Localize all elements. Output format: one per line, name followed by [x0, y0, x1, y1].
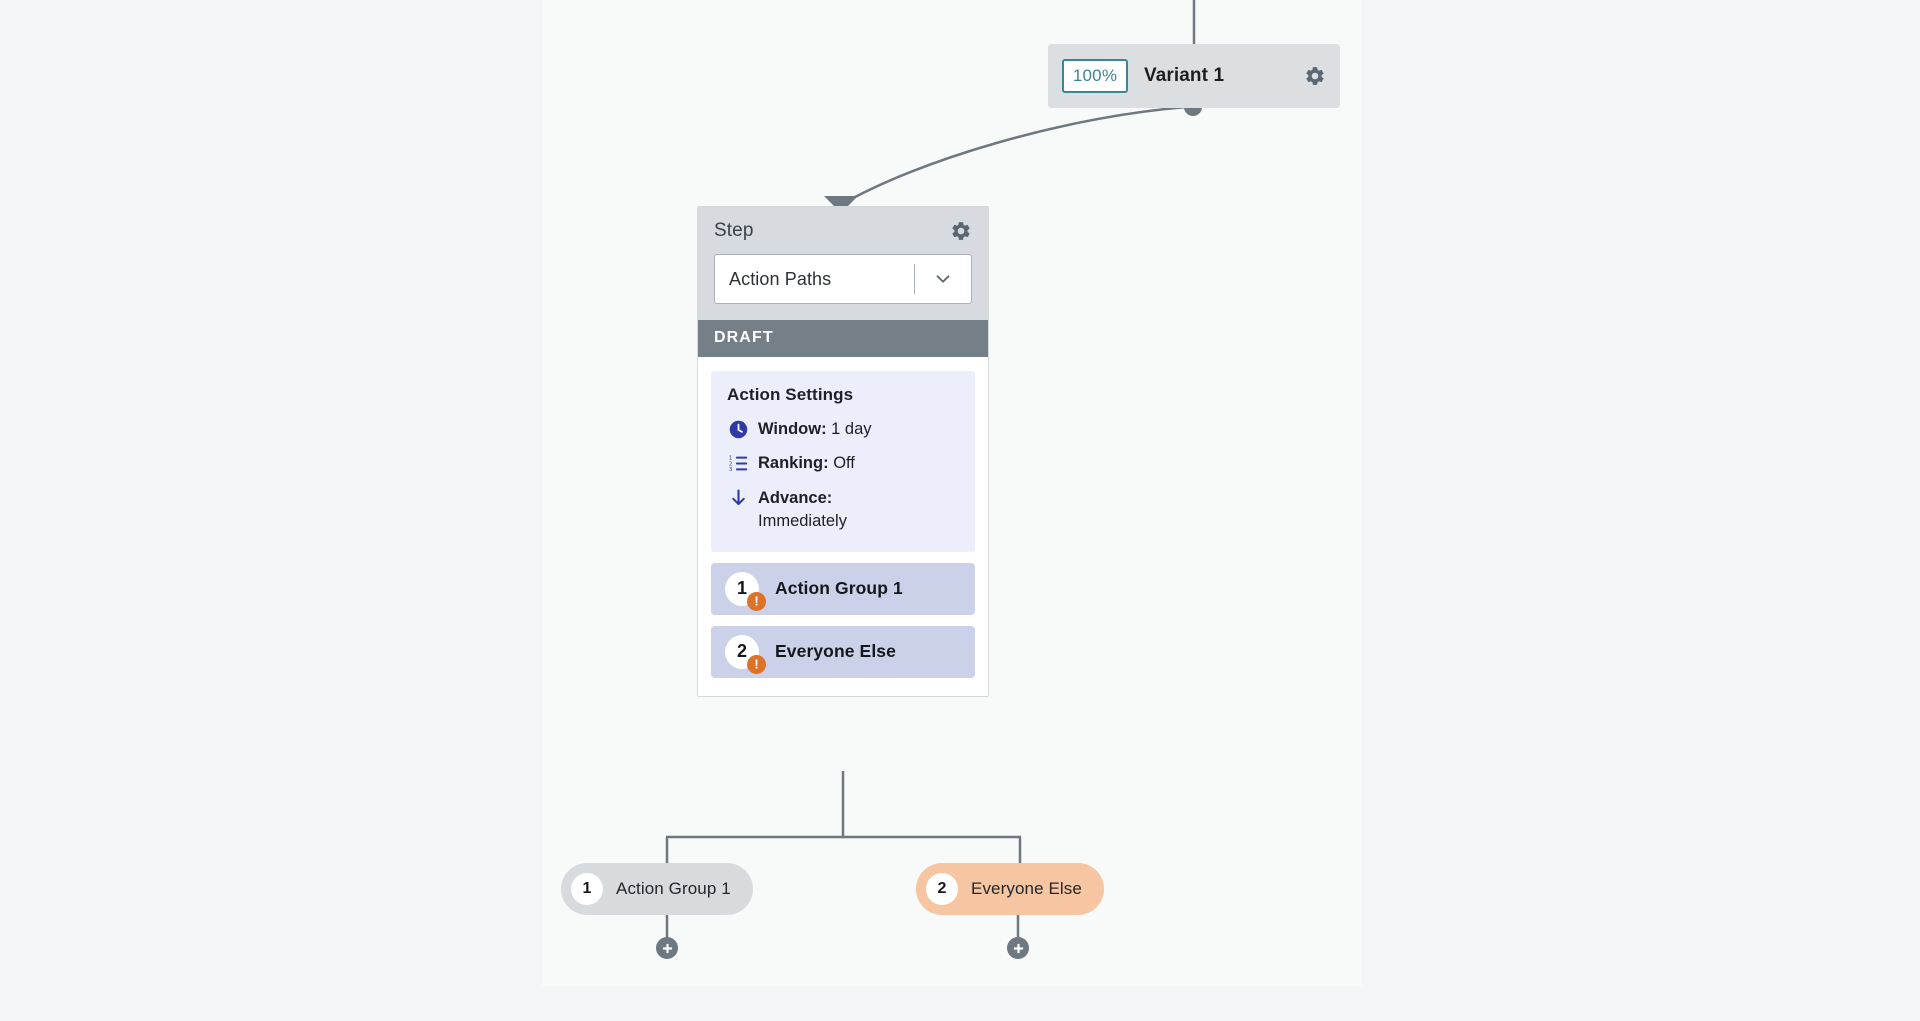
- setting-ranking-label: Ranking:: [758, 454, 829, 473]
- svg-text:2: 2: [728, 461, 732, 467]
- step-card-header: Step Action Paths: [698, 207, 988, 320]
- down-arrow-icon: [727, 487, 749, 509]
- clock-icon: [727, 418, 749, 440]
- setting-ranking-value: Off: [833, 454, 855, 473]
- step-card-title: Step: [714, 220, 754, 241]
- setting-ranking-text: Ranking: Off: [758, 452, 855, 475]
- variant-title: Variant 1: [1144, 65, 1225, 86]
- chevron-down-icon: [936, 275, 950, 283]
- status-badge: DRAFT: [698, 320, 988, 357]
- branch-label: Action Group 1: [616, 879, 731, 898]
- setting-window-label: Window:: [758, 420, 827, 438]
- step-card[interactable]: Step Action Paths DRAFT: [697, 206, 989, 697]
- step-type-select[interactable]: Action Paths: [714, 254, 972, 304]
- select-divider: [914, 264, 915, 294]
- setting-window-text: Window: 1 day: [758, 418, 872, 441]
- action-group-number-badge: 1 !: [725, 571, 766, 611]
- action-group-number: 1: [736, 578, 747, 599]
- action-group-row-2[interactable]: 2 ! Everyone Else: [711, 625, 975, 678]
- add-step-button-action-group-1[interactable]: [656, 937, 678, 959]
- variant-settings-button[interactable]: [1304, 65, 1326, 87]
- step-type-value: Action Paths: [729, 268, 832, 289]
- gear-icon: [1306, 67, 1324, 85]
- branch-number-badge: 1: [571, 873, 603, 905]
- setting-window-value: 1 day: [831, 420, 872, 438]
- variant-node[interactable]: 100% Variant 1: [1048, 44, 1340, 108]
- warning-glyph: !: [754, 656, 759, 672]
- setting-row-ranking: 1 2 3 Ranking: Off: [727, 452, 959, 475]
- branch-pill-everyone-else[interactable]: 2 Everyone Else: [916, 863, 1104, 915]
- action-group-label: Everyone Else: [775, 641, 896, 662]
- step-card-body: Action Settings Window: 1 day: [698, 357, 988, 696]
- plus-icon: [1013, 943, 1023, 953]
- numbered-list-icon: 1 2 3: [727, 452, 749, 474]
- warning-icon: !: [747, 591, 766, 611]
- branch-number: 2: [937, 880, 947, 897]
- action-settings-panel: Action Settings Window: 1 day: [711, 371, 975, 552]
- action-settings-title: Action Settings: [727, 385, 854, 404]
- svg-text:1: 1: [728, 455, 732, 461]
- warning-icon: !: [747, 654, 766, 674]
- plus-icon: [662, 943, 672, 953]
- setting-advance-label: Advance:: [758, 488, 833, 507]
- branch-label: Everyone Else: [971, 879, 1082, 898]
- setting-row-advance: Advance: Immediately: [727, 487, 959, 534]
- setting-advance-value: Immediately: [758, 512, 847, 531]
- warning-glyph: !: [754, 593, 759, 609]
- setting-advance-text: Advance: Immediately: [758, 487, 847, 534]
- branch-number: 1: [582, 880, 592, 897]
- action-group-row-1[interactable]: 1 ! Action Group 1: [711, 562, 975, 615]
- step-settings-button[interactable]: [950, 220, 972, 242]
- branch-pill-action-group-1[interactable]: 1 Action Group 1: [561, 863, 753, 915]
- setting-row-window: Window: 1 day: [727, 418, 959, 441]
- svg-text:3: 3: [728, 467, 732, 473]
- add-step-button-everyone-else[interactable]: [1007, 937, 1029, 959]
- gear-icon: [952, 222, 970, 240]
- action-group-number: 2: [736, 641, 747, 662]
- action-group-number-badge: 2 !: [725, 634, 766, 674]
- action-group-label: Action Group 1: [775, 578, 903, 599]
- variant-percent-badge[interactable]: 100%: [1062, 59, 1128, 93]
- branch-number-badge: 2: [926, 873, 958, 905]
- step-type-dropdown-toggle[interactable]: [915, 268, 971, 290]
